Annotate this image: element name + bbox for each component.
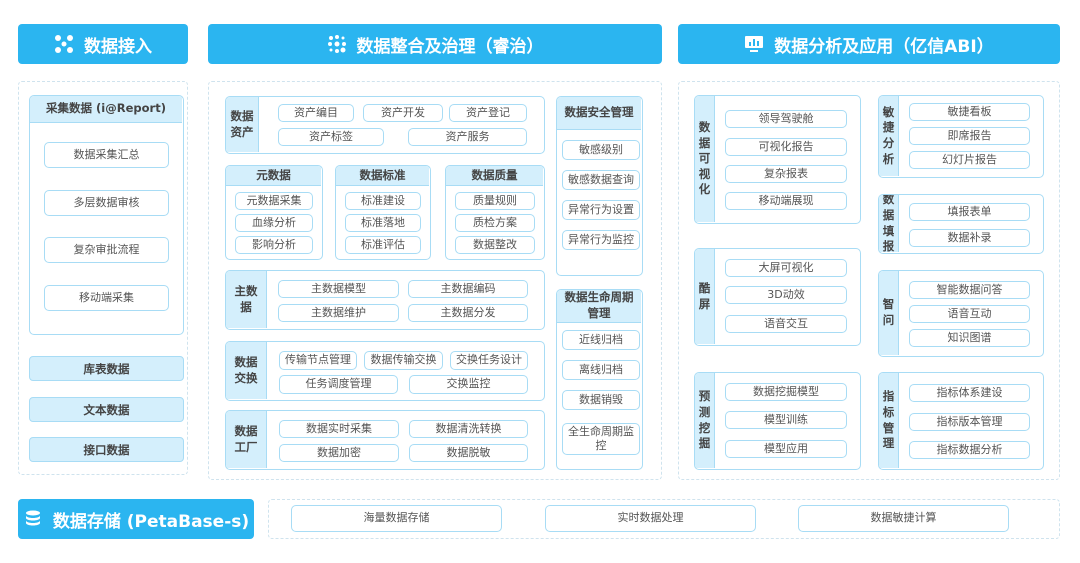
module-chip: 影响分析 [235,236,313,254]
module-chip: 数据脱敏 [409,444,528,462]
governance-header-title: 数据整合及治理（睿治） [356,36,544,57]
module-chip: 模型训练 [725,411,847,429]
module-chip: 主数据编码 [408,280,528,298]
ingest-header-title: 数据接入 [84,36,152,57]
group-title: 数据可视化 [695,96,715,222]
module-chip: 敏捷看板 [909,103,1030,121]
module-chip: 标准评估 [345,236,421,254]
governance-header: 数据整合及治理（睿治） [208,24,662,64]
module-chip: 模型应用 [725,440,847,458]
module-chip: 任务调度管理 [279,375,398,394]
module-chip: 语音交互 [725,315,847,333]
group-title: 数据标准 [336,166,429,186]
module-chip: 异常行为设置 [562,200,640,220]
group-title: 数据工厂 [226,411,267,468]
module-chip: 大屏可视化 [725,259,847,277]
module-chip: 离线归档 [562,360,640,380]
group-title: 指标管理 [879,373,899,468]
group-title: 敏捷分析 [879,96,899,176]
network-nodes-icon [54,34,74,54]
module-chip: 数据加密 [279,444,399,462]
storage-chip: 实时数据处理 [545,505,756,532]
module-chip: 数据传输交换 [364,351,443,370]
group-title: 数据生命周期管理 [557,290,641,323]
ingest-container [18,81,188,475]
module-chip: 指标数据分析 [909,441,1030,459]
module-chip: 交换任务设计 [450,351,528,370]
database-icon [23,509,43,529]
analysis-container [678,81,1060,480]
group-title: 酷屏 [695,249,715,344]
storage-header: 数据存储 (PetaBase-s) [18,499,254,539]
module-chip: 交换监控 [409,375,528,394]
group-title: 主数据 [226,271,267,328]
module-chip: 即席报告 [909,127,1030,145]
group-title: 数据安全管理 [557,97,641,130]
storage-container [268,499,1060,539]
source-item: 库表数据 [29,356,184,381]
group-title: 采集数据 (i@Report) [30,96,182,123]
group-title: 数据填报 [879,195,899,253]
storage-chip: 海量数据存储 [291,505,502,532]
module-chip: 血缘分析 [235,214,313,232]
module-chip: 近线归档 [562,330,640,350]
module-chip: 领导驾驶舱 [725,110,847,128]
governance-container [208,81,662,480]
storage-chip: 数据敏捷计算 [798,505,1009,532]
module-chip: 可视化报告 [725,138,847,156]
module-chip: 数据挖掘模型 [725,383,847,401]
module-chip: 主数据维护 [278,304,399,322]
module-chip: 资产编目 [278,104,354,122]
module-chip: 填报表单 [909,203,1030,221]
module-chip: 质量规则 [455,192,535,210]
module-chip: 数据采集汇总 [44,142,169,168]
module-chip: 传输节点管理 [279,351,357,370]
ingest-header: 数据接入 [18,24,188,64]
group-title: 数据资产 [226,97,259,152]
module-chip: 敏感数据查询 [562,170,640,190]
module-chip: 敏感级别 [562,140,640,160]
group-title: 数据质量 [446,166,543,186]
dots-grid-icon [327,34,347,54]
module-chip: 复杂报表 [725,165,847,183]
monitor-chart-icon [744,34,764,54]
source-item: 接口数据 [29,437,184,462]
group-title: 数据交换 [226,342,267,399]
module-chip: 移动端展现 [725,192,847,210]
module-chip: 数据销毁 [562,390,640,410]
module-chip: 标准建设 [345,192,421,210]
group-title: 预测挖掘 [695,373,715,468]
module-chip: 数据补录 [909,229,1030,247]
module-chip: 知识图谱 [909,329,1030,347]
module-chip: 质检方案 [455,214,535,232]
analysis-header-title: 数据分析及应用（亿信ABI） [774,36,994,57]
module-chip: 语音互动 [909,305,1030,323]
module-chip: 数据整改 [455,236,535,254]
module-chip: 主数据分发 [408,304,528,322]
module-chip: 移动端采集 [44,285,169,311]
source-item: 文本数据 [29,397,184,422]
module-chip: 数据清洗转换 [409,420,528,438]
module-chip: 指标版本管理 [909,413,1030,431]
module-chip: 智能数据问答 [909,281,1030,299]
module-chip: 幻灯片报告 [909,151,1030,169]
group-title: 智问 [879,271,899,355]
module-chip: 多层数据审核 [44,190,169,216]
module-chip: 数据实时采集 [279,420,399,438]
module-chip: 资产服务 [408,128,527,146]
module-chip: 指标体系建设 [909,384,1030,402]
module-chip: 资产开发 [363,104,443,122]
analysis-header: 数据分析及应用（亿信ABI） [678,24,1060,64]
module-chip: 全生命周期监控 [562,423,640,455]
module-chip: 标准落地 [345,214,421,232]
storage-header-title: 数据存储 (PetaBase-s) [52,511,250,532]
group-title: 元数据 [226,166,321,186]
module-chip: 元数据采集 [235,192,313,210]
module-chip: 主数据模型 [278,280,399,298]
module-chip: 复杂审批流程 [44,237,169,263]
module-chip: 资产标签 [278,128,384,146]
module-chip: 3D动效 [725,286,847,304]
module-chip: 资产登记 [449,104,527,122]
module-chip: 异常行为监控 [562,230,640,250]
